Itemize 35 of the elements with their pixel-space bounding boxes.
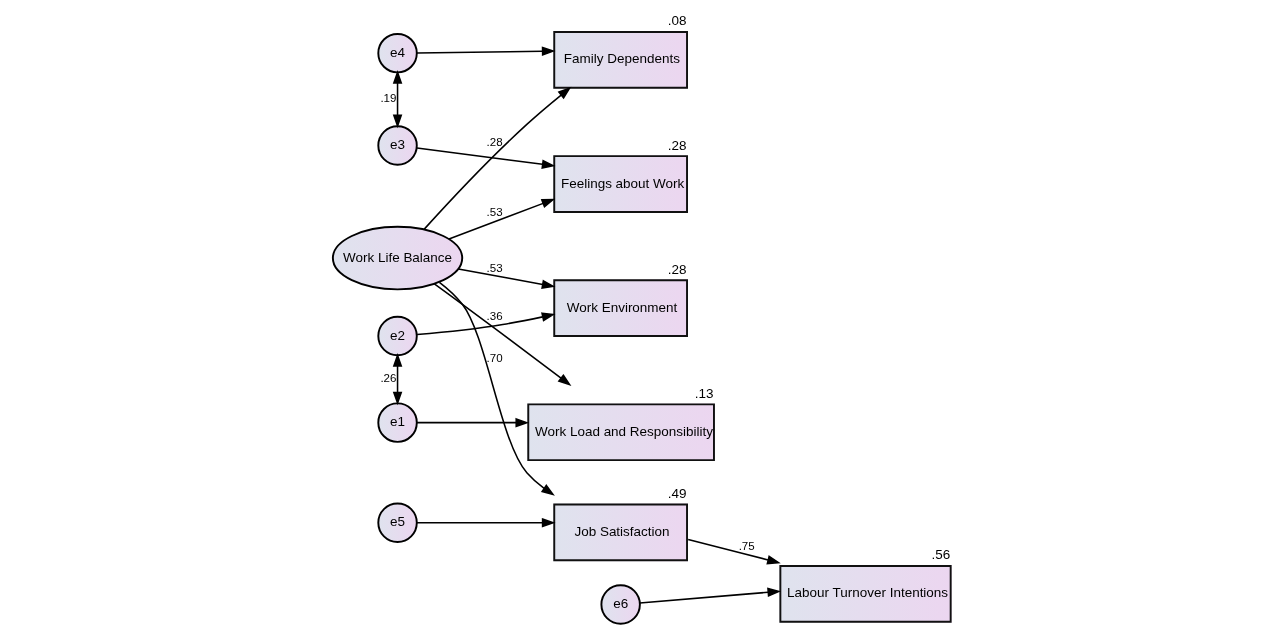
edge-label: .28	[486, 136, 503, 149]
node-label: .08	[667, 13, 687, 29]
arrow	[416, 517, 556, 528]
edge-label: .75	[738, 540, 755, 553]
arrow	[416, 147, 556, 169]
node-ellipse: Work Life Balance	[331, 225, 464, 291]
node-circle: e2	[377, 315, 418, 357]
edge-label: .19	[380, 92, 397, 105]
arrow	[433, 283, 572, 386]
node-label: .28	[667, 261, 687, 277]
node-label: .13	[694, 385, 714, 401]
node-circle: e6	[600, 584, 641, 625]
arrow	[457, 268, 556, 290]
arrow	[416, 417, 530, 428]
arrow	[392, 70, 403, 129]
edge-label: .53	[486, 262, 503, 275]
node-label: .28	[667, 137, 687, 153]
arrow	[687, 538, 781, 565]
node-circle: e5	[377, 502, 418, 543]
edge-label: .36	[486, 310, 503, 323]
edge-label: .53	[486, 206, 503, 219]
arrow	[416, 46, 556, 57]
arrow	[639, 587, 782, 604]
node-label: .49	[667, 485, 687, 501]
edge-label: .70	[486, 351, 503, 364]
arrow	[392, 352, 403, 406]
node-circle: e3	[377, 125, 418, 166]
arrow	[416, 312, 556, 336]
arrow	[448, 198, 556, 240]
arrow	[438, 281, 555, 496]
node-circle: e4	[377, 32, 418, 74]
node-label: .56	[931, 547, 951, 563]
arrow	[423, 86, 572, 231]
edge-label: .26	[380, 372, 397, 385]
node-circle: e1	[377, 402, 418, 443]
